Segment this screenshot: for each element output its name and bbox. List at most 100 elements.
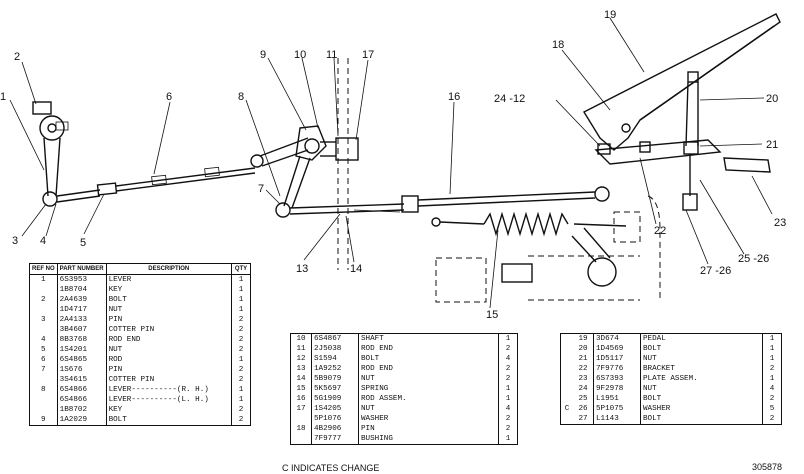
cell-pn: 5G1909: [311, 394, 359, 404]
cell-ref: 3: [29, 315, 58, 325]
cell-qty: 1: [769, 345, 775, 353]
callout-16: 16: [448, 91, 460, 103]
cell-pn: 6S3953: [57, 274, 107, 285]
callout-18: 18: [552, 39, 564, 51]
cell-qty: 1: [505, 335, 511, 343]
lever-assembly: [32, 101, 69, 207]
callout-8: 8: [238, 91, 244, 103]
cell-ref: 18: [290, 424, 312, 434]
cell-qty: 4: [505, 355, 511, 363]
cell-qty: 2: [505, 345, 511, 353]
cell-c: [561, 384, 574, 394]
cell-ref: 16: [290, 394, 312, 404]
callout-25-26: 25 -26: [738, 253, 769, 265]
cell-pn: 1A2029: [57, 415, 107, 426]
cell-ref: [29, 305, 58, 315]
cell-qty: 1: [238, 396, 244, 404]
callout-27-26: 27 -26: [700, 265, 731, 277]
cell-desc: PLATE ASSEM.: [640, 374, 763, 384]
cell-desc: ROD END: [358, 364, 499, 374]
cell-ref: 14: [290, 374, 312, 384]
callout-24-12: 24 -12: [494, 93, 525, 105]
cell-c: [561, 394, 574, 404]
cell-desc: WASHER: [358, 414, 499, 424]
cell-qty: 4: [505, 405, 511, 413]
cell-pn: 2A4639: [57, 295, 107, 305]
cell-qty: 2: [238, 336, 244, 344]
cell-pn: 8B3768: [57, 335, 107, 345]
change-note: C INDICATES CHANGE: [282, 463, 380, 473]
cell-desc: NUT: [640, 384, 763, 394]
cell-ref: 2: [29, 295, 58, 305]
cell-desc: SPRING: [358, 384, 499, 394]
cell-qty: 2: [238, 366, 244, 374]
cell-pn: 1B8702: [57, 405, 107, 415]
table-header-row: REF NO PART NUMBER DESCRIPTION QTY: [29, 263, 251, 275]
cell-qty: 1: [238, 276, 244, 284]
cell-qty: 1: [238, 356, 244, 364]
callout-labels: 1 2 3 4 5 6 7 8 9 10 11 17 13 14 15 16 1…: [0, 9, 786, 321]
cell-c: [561, 364, 574, 374]
cell-ref: [29, 325, 58, 335]
cell-ref: 25: [573, 394, 594, 404]
cell-desc: PIN: [106, 365, 233, 375]
cell-desc: PEDAL: [640, 333, 763, 344]
cell-pn: 1S676: [57, 365, 107, 375]
cell-ref: 11: [290, 344, 312, 354]
cell-desc: BOLT: [640, 414, 763, 425]
cell-c: [561, 414, 574, 425]
cell-pn: 5K5697: [311, 384, 359, 394]
cell-desc: LEVER----------(R. H.): [106, 385, 233, 395]
cell-desc: PIN: [358, 424, 499, 434]
cell-ref: 1: [29, 274, 58, 285]
cell-ref: 17: [290, 404, 312, 414]
cell-qty: 2: [238, 346, 244, 354]
cell-pn: L1143: [593, 414, 641, 425]
rod-assembly: [289, 186, 610, 215]
callout-9: 9: [260, 49, 266, 61]
cell-ref: 12: [290, 354, 312, 364]
cell-ref: 20: [573, 344, 594, 354]
cell-ref: [29, 375, 58, 385]
cell-ref: [290, 434, 312, 445]
callout-4: 4: [40, 235, 46, 247]
cell-pn: 3D674: [593, 333, 641, 344]
cell-ref: [29, 285, 58, 295]
cell-desc: LEVER: [106, 274, 233, 285]
callout-17: 17: [362, 49, 374, 61]
cell-pn: 3B4607: [57, 325, 107, 335]
cell-pn: 1D5117: [593, 354, 641, 364]
callout-1: 1: [0, 91, 6, 103]
header-ref-no: REF NO: [29, 263, 58, 275]
cell-desc: KEY: [106, 405, 233, 415]
cell-qty: 1: [505, 395, 511, 403]
cell-qty: 2: [505, 375, 511, 383]
cell-qty: 2: [238, 416, 244, 424]
cell-pn: 1S4205: [311, 404, 359, 414]
callout-20: 20: [766, 93, 778, 105]
cell-pn: 5P1075: [593, 404, 641, 414]
cell-ref: 4: [29, 335, 58, 345]
cell-ref: 21: [573, 354, 594, 364]
